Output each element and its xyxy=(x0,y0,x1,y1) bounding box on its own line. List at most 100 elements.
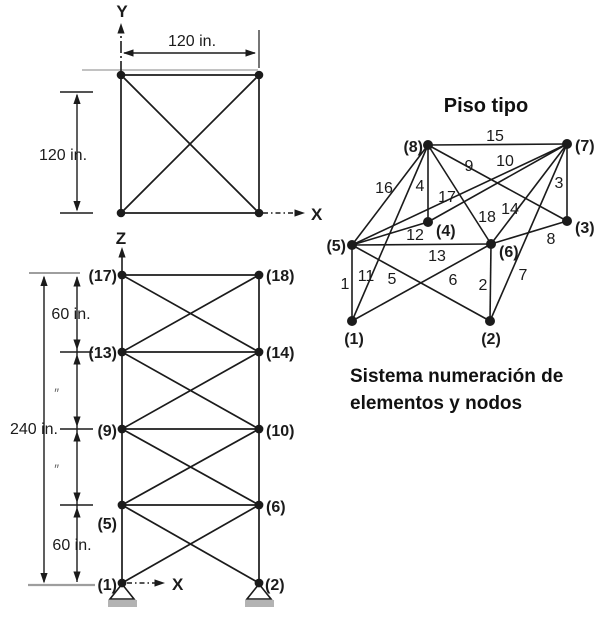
iso-element-number: 1 xyxy=(341,276,350,293)
elevation-brace xyxy=(121,428,260,506)
elevation-node-label: (9) xyxy=(97,423,117,440)
elevation-node-dot xyxy=(117,270,127,280)
elevation-z-axis-arrow xyxy=(118,247,126,258)
iso-node-label: (7) xyxy=(575,138,595,155)
elevation-node-dot xyxy=(117,578,127,588)
elevation-node-label: (6) xyxy=(266,499,286,516)
dim-arrowhead xyxy=(73,492,81,503)
iso-edge-12 xyxy=(351,221,429,246)
iso-edge-14 xyxy=(490,143,568,245)
dim-arrowhead xyxy=(73,431,81,442)
elevation-node-dot xyxy=(117,424,127,434)
elevation-x-axis-label: X xyxy=(172,575,184,594)
iso-element-number: 18 xyxy=(478,209,496,226)
support-pin-triangle xyxy=(245,582,273,600)
iso-edge-18 xyxy=(427,144,492,245)
iso-node-dot xyxy=(485,316,495,326)
plan-dim-width-label: 120 in. xyxy=(168,33,216,50)
elevation-brace xyxy=(121,351,260,430)
dim-arrowhead xyxy=(73,339,81,350)
dim-arrowhead xyxy=(73,201,81,212)
iso-node-label: (5) xyxy=(326,238,346,255)
dim-arrowhead xyxy=(123,49,134,57)
elevation-node-label: (18) xyxy=(266,268,294,285)
iso-element-number: 16 xyxy=(375,180,393,197)
iso-node-label: (4) xyxy=(436,223,456,240)
iso-edge-16 xyxy=(351,144,429,246)
iso-node-dot xyxy=(562,216,572,226)
iso-element-number: 8 xyxy=(547,231,556,248)
elevation-node-label: (14) xyxy=(266,345,294,362)
iso-edge-8 xyxy=(490,220,568,245)
iso-element-number: 4 xyxy=(416,178,425,195)
iso-element-number: 17 xyxy=(438,189,456,206)
iso-edge-10 xyxy=(427,143,568,223)
iso-node-dot xyxy=(347,240,357,250)
plan-node-dot xyxy=(116,208,126,218)
iso-caption-line1: Sistema numeración de xyxy=(350,366,563,387)
elevation-node-dot xyxy=(117,347,127,357)
dim-arrowhead xyxy=(40,275,48,286)
iso-element-number: 10 xyxy=(496,153,514,170)
elevation-node-dot xyxy=(254,347,264,357)
iso-element-number: 11 xyxy=(358,268,375,285)
iso-node-label: (1) xyxy=(344,331,364,348)
elevation-x-axis-arrow xyxy=(154,579,165,587)
elevation-dim-60-bottom-label: 60 in. xyxy=(52,537,91,554)
dim-arrowhead xyxy=(73,354,81,365)
iso-element-number: 5 xyxy=(388,271,397,288)
support-base xyxy=(245,600,274,607)
dim-arrowhead xyxy=(40,573,48,584)
iso-element-number: 2 xyxy=(479,277,488,294)
elevation-node-dot xyxy=(117,500,127,510)
plan-dim-height-label: 120 in. xyxy=(39,147,87,164)
iso-node-dot xyxy=(347,316,357,326)
dim-arrowhead xyxy=(245,49,256,57)
iso-node-dot xyxy=(486,239,496,249)
elevation-node-dot xyxy=(254,500,264,510)
iso-element-number: 3 xyxy=(555,175,564,192)
elevation-z-axis-label: Z xyxy=(116,229,126,248)
iso-element-number: 15 xyxy=(486,128,504,145)
elevation-brace xyxy=(121,504,260,584)
plan-node-dot xyxy=(254,70,264,80)
iso-edge-6 xyxy=(351,244,491,322)
elevation-brace xyxy=(121,274,260,353)
elevation-node-dot xyxy=(254,424,264,434)
elevation-node-label: (5) xyxy=(97,516,117,533)
iso-element-number: 7 xyxy=(519,267,528,284)
iso-node-dot xyxy=(423,140,433,150)
elevation-dim-60-top-label: 60 in. xyxy=(51,306,90,323)
support-pin-triangle xyxy=(108,582,136,600)
iso-node-label: (6) xyxy=(499,244,519,261)
iso-edge-13 xyxy=(351,243,492,246)
iso-element-number: 12 xyxy=(406,227,424,244)
iso-node-label: (2) xyxy=(481,331,501,348)
dim-arrowhead xyxy=(73,416,81,427)
iso-edge-2 xyxy=(489,243,492,322)
plan-node-dot xyxy=(116,70,126,80)
plan-y-axis-arrow xyxy=(117,23,125,34)
iso-node-label: (3) xyxy=(575,220,595,237)
elevation-dim-240-label: 240 in. xyxy=(10,421,58,438)
iso-element-number: 6 xyxy=(449,272,458,289)
dim-arrowhead xyxy=(73,276,81,287)
dim-arrowhead xyxy=(73,93,81,104)
plan-x-axis-arrow xyxy=(294,209,305,217)
elevation-node-label: (2) xyxy=(265,577,285,594)
dim-arrowhead xyxy=(73,571,81,582)
elevation-node-label: (13) xyxy=(89,345,117,362)
elevation-node-label: (1) xyxy=(97,577,117,594)
iso-element-number: 13 xyxy=(428,248,446,265)
ditto-mark: ″ xyxy=(54,385,60,401)
elevation-node-dot xyxy=(254,270,264,280)
elevation-node-label: (17) xyxy=(89,268,117,285)
iso-title: Piso tipo xyxy=(444,95,528,117)
plan-x-axis-label: X xyxy=(311,205,323,224)
elevation-node-dot xyxy=(254,578,264,588)
plan-y-axis-label: Y xyxy=(116,2,128,21)
iso-node-dot xyxy=(423,217,433,227)
support-base xyxy=(108,600,137,607)
